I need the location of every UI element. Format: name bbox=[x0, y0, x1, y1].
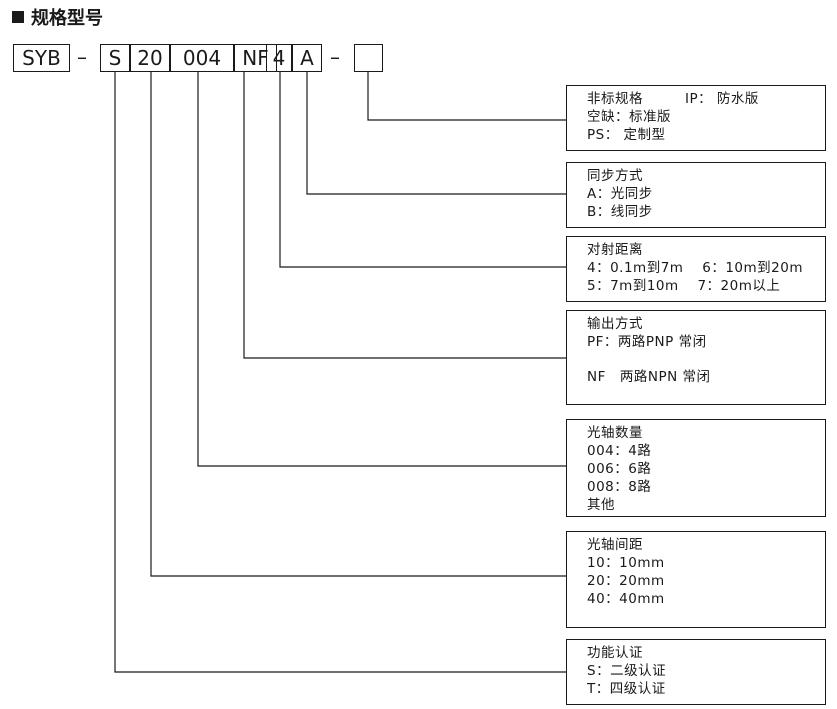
code-segment-sync-mode: A bbox=[292, 44, 322, 72]
box-axis-count: 光轴数量 004：4路 006：6路 008：8路 其他 bbox=[566, 419, 826, 517]
connector-sync-mode bbox=[306, 72, 566, 195]
box-line: 同步方式 bbox=[587, 168, 643, 184]
code-segment-axis-count: 004 bbox=[170, 44, 234, 72]
connector-range bbox=[279, 72, 566, 268]
code-segment-axis-spacing: 20 bbox=[130, 44, 170, 72]
box-line: 光轴数量 bbox=[587, 425, 643, 441]
connector-axis-count bbox=[197, 72, 566, 467]
box-line: B：线同步 bbox=[587, 204, 653, 220]
box-line: S：二级认证 bbox=[587, 663, 667, 679]
box-line: 008：8路 bbox=[587, 479, 652, 495]
box-output-mode: 输出方式 PF：两路PNP 常闭 NF 两路NPN 常闭 bbox=[566, 310, 826, 405]
box-line: 对射距离 bbox=[587, 242, 643, 258]
box-line: 5：7m到10m 7：20m以上 bbox=[587, 278, 781, 294]
code-dash: – bbox=[77, 45, 87, 69]
box-line: PS： 定制型 bbox=[587, 127, 666, 143]
box-line: 4：0.1m到7m 6：10m到20m bbox=[587, 260, 803, 276]
section-title-text: 规格型号 bbox=[31, 8, 103, 29]
section-title: 规格型号 bbox=[12, 4, 103, 30]
square-bullet-icon bbox=[12, 11, 24, 23]
connector-certification bbox=[114, 72, 566, 673]
box-line: 空缺：标准版 bbox=[587, 109, 671, 125]
box-nonstandard-spec: 非标规格 IP： 防水版 空缺：标准版 PS： 定制型 bbox=[566, 85, 826, 151]
code-segment-series: SYB bbox=[13, 44, 70, 72]
box-line: PF：两路PNP 常闭 bbox=[587, 334, 707, 350]
code-segment-option bbox=[354, 44, 383, 72]
box-axis-spacing: 光轴间距 10：10mm 20：20mm 40：40mm bbox=[566, 531, 826, 628]
box-line: 其他 bbox=[587, 497, 615, 513]
box-line: 10：10mm bbox=[587, 555, 665, 571]
box-line: 光轴间距 bbox=[587, 537, 643, 553]
box-sync-mode: 同步方式 A：光同步 B：线同步 bbox=[566, 162, 826, 228]
box-line: 输出方式 bbox=[587, 316, 643, 332]
connector-option bbox=[367, 72, 566, 121]
box-line: A：光同步 bbox=[587, 186, 653, 202]
code-segment-output-mode: NF bbox=[234, 44, 277, 72]
box-certification: 功能认证 S：二级认证 T：四级认证 bbox=[566, 639, 826, 705]
box-line: 功能认证 bbox=[587, 645, 643, 661]
box-line: NF 两路NPN 常闭 bbox=[587, 369, 711, 385]
box-line: 004：4路 bbox=[587, 443, 652, 459]
connector-axis-spacing bbox=[150, 72, 566, 577]
connector-output-mode bbox=[243, 72, 566, 359]
code-segment-certification: S bbox=[100, 44, 130, 72]
box-line: 20：20mm bbox=[587, 573, 665, 589]
box-line: 40：40mm bbox=[587, 591, 665, 607]
box-line: 006：6路 bbox=[587, 461, 652, 477]
box-line: T：四级认证 bbox=[587, 681, 666, 697]
code-dash: – bbox=[330, 45, 340, 69]
box-detection-range: 对射距离 4：0.1m到7m 6：10m到20m 5：7m到10m 7：20m以… bbox=[566, 236, 826, 302]
box-line: 非标规格 IP： 防水版 bbox=[587, 91, 759, 107]
code-segment-range: 4 bbox=[266, 44, 292, 72]
